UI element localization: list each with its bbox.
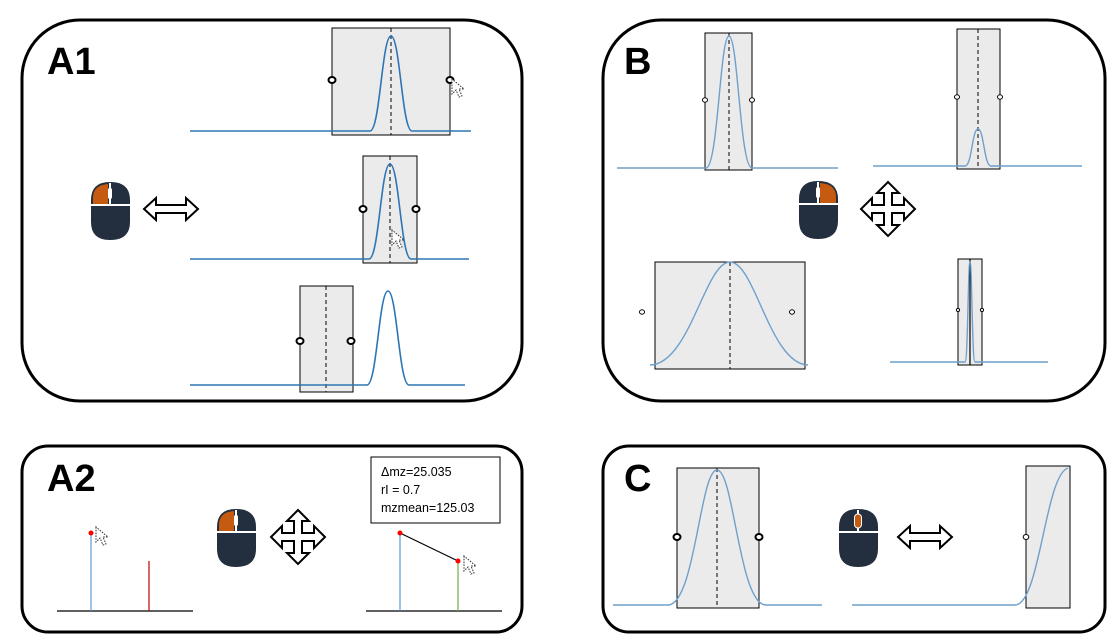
b-right-handle-4[interactable] xyxy=(979,307,985,313)
panel-b: B xyxy=(601,18,1107,403)
panel-b-label: B xyxy=(624,41,651,83)
c-right-handle-1[interactable] xyxy=(754,533,764,541)
b-left-handle-4[interactable] xyxy=(955,307,961,313)
a2-red-marker-3 xyxy=(455,558,461,564)
b-right-handle-3[interactable] xyxy=(789,309,795,315)
b-right-handle-1[interactable] xyxy=(749,97,755,103)
panel-c-label: C xyxy=(624,458,651,500)
c-peak-curve-1 xyxy=(613,469,822,606)
a1-selection-window-2[interactable] xyxy=(358,155,421,264)
b-selection-window-2[interactable] xyxy=(954,28,1003,170)
a1-selection-window-3[interactable] xyxy=(295,285,356,393)
info-mz-mean: mzmean=125.03 xyxy=(381,501,475,515)
c-left-handle-2[interactable] xyxy=(1022,534,1030,540)
mouse-right-click-icon xyxy=(799,181,838,239)
a1-left-handle-1[interactable] xyxy=(327,76,337,84)
panel-a1-label: A1 xyxy=(47,41,96,83)
panel-c: C xyxy=(601,444,1107,634)
a1-selection-window-1[interactable] xyxy=(327,27,455,136)
b-left-handle-2[interactable] xyxy=(954,94,960,100)
a1-peak-curve-2 xyxy=(190,163,469,260)
info-relative-intensity: rI = 0.7 xyxy=(381,483,420,497)
panel-a2: A2 Δmz=25.035 rI = 0.7 mzmean=125.03 xyxy=(20,444,524,634)
a2-connecting-line xyxy=(399,532,459,562)
b-selection-window-1[interactable] xyxy=(702,32,755,171)
c-selection-window-1[interactable] xyxy=(672,467,764,609)
a2-red-marker-2 xyxy=(397,530,403,536)
a1-right-handle-3[interactable] xyxy=(346,337,356,345)
a2-red-marker-1 xyxy=(88,530,94,536)
b-peak-curve-4 xyxy=(890,261,1048,363)
info-delta-mz: Δmz=25.035 xyxy=(381,465,452,479)
panel-a1: A1 xyxy=(20,18,524,403)
a1-left-handle-2[interactable] xyxy=(358,205,368,213)
a1-peak-curve-1 xyxy=(190,35,471,132)
a1-peak-curve-3 xyxy=(190,290,465,386)
mouse-scroll-wheel-icon xyxy=(839,509,878,567)
a1-left-handle-3[interactable] xyxy=(295,337,305,345)
c-peak-curve-2 xyxy=(852,467,1069,606)
a2-info-box: Δmz=25.035 rI = 0.7 mzmean=125.03 xyxy=(370,456,501,524)
panel-a2-label: A2 xyxy=(47,458,96,500)
b-selection-window-3[interactable] xyxy=(639,261,806,370)
b-peak-curve-3 xyxy=(649,261,809,366)
b-right-handle-2[interactable] xyxy=(997,94,1003,100)
mouse-left-click-icon xyxy=(91,182,130,240)
b-left-handle-1[interactable] xyxy=(702,97,708,103)
c-selection-window-2[interactable] xyxy=(1022,465,1071,609)
b-left-handle-3[interactable] xyxy=(639,309,645,315)
c-left-handle-1[interactable] xyxy=(672,533,682,541)
mouse-left-click-icon xyxy=(217,509,256,567)
b-peak-curve-2 xyxy=(873,128,1082,167)
b-selection-window-4[interactable] xyxy=(955,258,985,366)
b-peak-curve-1 xyxy=(617,35,838,169)
a1-right-handle-2[interactable] xyxy=(411,205,421,213)
